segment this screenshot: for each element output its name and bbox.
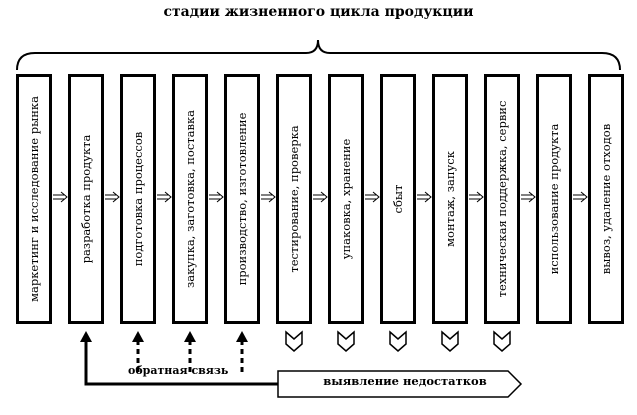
stage-label: использование продукта bbox=[547, 123, 561, 275]
stage-box: подготовка процессов bbox=[120, 74, 156, 324]
flow-arrow bbox=[157, 191, 172, 203]
stage-box: упаковка, хранение bbox=[328, 74, 364, 324]
feedback-arrowhead bbox=[184, 331, 196, 342]
flow-arrow bbox=[469, 191, 484, 203]
stage-box: техническая поддержка, сервис bbox=[484, 74, 520, 324]
flow-arrow bbox=[209, 191, 224, 203]
stage-box: маркетинг и исследование рынка bbox=[16, 74, 52, 324]
diagram-title: стадии жизненного цикла продукции bbox=[163, 4, 474, 20]
feedback-line bbox=[84, 340, 278, 386]
feedback-arrowhead bbox=[236, 331, 248, 342]
flow-arrow bbox=[53, 191, 68, 203]
stage-label: производство, изготовление bbox=[235, 112, 249, 286]
stage-box: разработка продукта bbox=[68, 74, 104, 324]
defects-label: выявление недостатков bbox=[323, 374, 487, 388]
flow-arrow bbox=[261, 191, 276, 203]
stage-label: закупка, заготовка, поставка bbox=[183, 109, 197, 289]
feedback-arrowhead bbox=[132, 331, 144, 342]
chevron-marker bbox=[285, 330, 303, 352]
flow-arrow bbox=[521, 191, 536, 203]
stage-label: упаковка, хранение bbox=[339, 138, 353, 260]
chevron-marker bbox=[493, 330, 511, 352]
stage-box: закупка, заготовка, поставка bbox=[172, 74, 208, 324]
stage-box: вывоз, удаление отходов bbox=[588, 74, 624, 324]
stage-label: монтаж, запуск bbox=[443, 151, 457, 247]
chevron-marker bbox=[441, 330, 459, 352]
stage-label: маркетинг и исследование рынка bbox=[27, 96, 41, 302]
feedback-arrowhead bbox=[80, 331, 92, 342]
stage-label: вывоз, удаление отходов bbox=[599, 123, 613, 275]
flow-arrow bbox=[105, 191, 120, 203]
stage-label: разработка продукта bbox=[79, 134, 93, 264]
flow-arrow bbox=[573, 191, 588, 203]
stage-label: техническая поддержка, сервис bbox=[495, 100, 509, 298]
flow-arrow bbox=[313, 191, 328, 203]
chevron-marker bbox=[389, 330, 407, 352]
stage-label: тестирование, проверка bbox=[287, 125, 301, 273]
stage-box: монтаж, запуск bbox=[432, 74, 468, 324]
flow-arrow bbox=[365, 191, 380, 203]
defects-shape bbox=[277, 370, 523, 398]
feedback-label: обратная связь bbox=[128, 364, 229, 377]
stages-brace bbox=[16, 39, 621, 71]
stage-label: подготовка процессов bbox=[131, 131, 145, 267]
stage-box: использование продукта bbox=[536, 74, 572, 324]
stage-box: тестирование, проверка bbox=[276, 74, 312, 324]
stage-box: сбыт bbox=[380, 74, 416, 324]
stage-box: производство, изготовление bbox=[224, 74, 260, 324]
stage-label: сбыт bbox=[391, 184, 405, 214]
flow-arrow bbox=[417, 191, 432, 203]
chevron-marker bbox=[337, 330, 355, 352]
